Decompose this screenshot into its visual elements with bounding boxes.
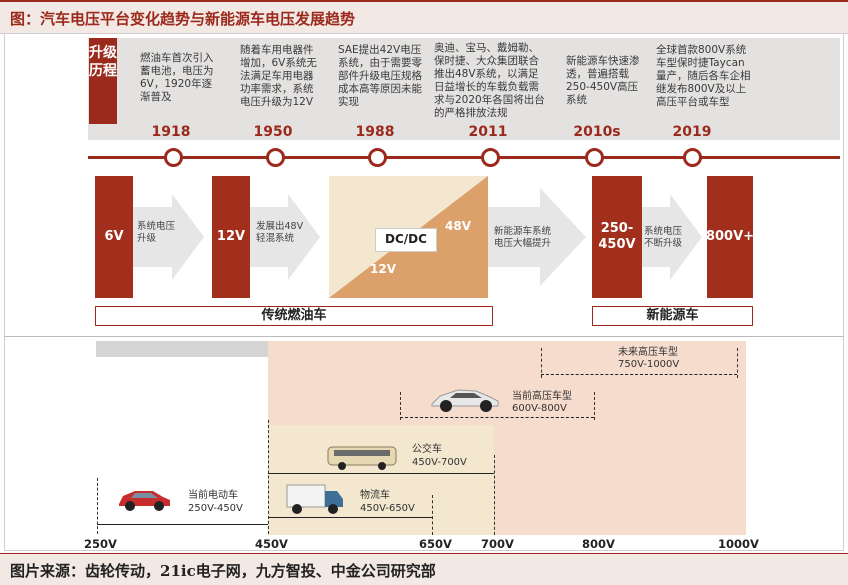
figure-frame: [4, 33, 844, 551]
axis-800v: 800V: [582, 537, 615, 551]
seg-logistics-name: 物流车: [360, 490, 390, 501]
timeline-dot-1918: [164, 148, 183, 167]
timeline-line: [88, 156, 840, 159]
upgrade-history-label: 升级历程: [89, 38, 117, 124]
sports-car-icon: [431, 389, 499, 412]
guide-250v: [97, 478, 98, 534]
seg-hv-now-name: 当前高压车型: [512, 391, 572, 402]
range-line-hv-now: [400, 417, 594, 418]
bus-icon: [327, 446, 397, 470]
box-12v: 12V: [212, 176, 250, 298]
year-2019: 2019: [672, 124, 712, 140]
seg-bus-name: 公交车: [412, 444, 442, 455]
era-new-energy-vehicle: 新能源车: [592, 306, 753, 326]
title-bar: 图：汽车电压平台变化趋势与新能源车电压发展趋势: [0, 0, 848, 34]
guide-450v: [268, 420, 269, 534]
axis-650v: 650V: [419, 537, 452, 551]
timeline-background: [88, 38, 840, 140]
logistics-truck-icon: [286, 484, 343, 514]
timeline-dot-2011: [481, 148, 500, 167]
timeline-desc-1950: 随着车用电器件增加，6V系统无法满足车用电器功率需求，系统电压升级为12V: [240, 44, 317, 108]
seg-ev-name: 当前电动车: [188, 490, 238, 501]
arrow-4: [640, 194, 702, 280]
year-1988: 1988: [355, 124, 395, 140]
era-fuel-vehicle: 传统燃油车: [95, 306, 493, 326]
timeline-desc-2011: 奥迪、宝马、戴姆勒、保时捷、大众集团联合推出48V系统，以满足日益增长的车载负载…: [434, 42, 545, 119]
year-2010s: 2010s: [573, 124, 621, 140]
seg-ev-range: 250V-450V: [188, 503, 243, 514]
guide-600v: [400, 392, 401, 420]
source-note: 图片来源：齿轮传动，21ic电子网，九方智投、中金公司研究部: [10, 562, 436, 580]
box-800v: 800V+: [706, 176, 754, 298]
axis-700v: 700V: [481, 537, 514, 551]
range-line-bus: [268, 473, 494, 474]
timeline-dot-2019: [683, 148, 702, 167]
range-line-logistics: [268, 517, 432, 518]
year-2011: 2011: [468, 124, 508, 140]
section-divider: [4, 336, 844, 337]
guide-750v: [541, 348, 542, 378]
axis-1000v: 1000V: [718, 537, 759, 551]
timeline-dot-2010s: [585, 148, 604, 167]
box-250-450v: 250-450V: [592, 176, 642, 298]
arrow-note-4: 系统电压不断升级: [644, 226, 683, 249]
page-title: 图：汽车电压平台变化趋势与新能源车电压发展趋势: [10, 10, 356, 28]
guide-650v: [432, 495, 433, 535]
seg-bus-range: 450V-700V: [412, 457, 467, 468]
box-6v: 6V: [95, 176, 133, 298]
guide-1000v: [737, 348, 738, 378]
arrow-note-1: 系统电压升级: [137, 221, 176, 244]
guide-800v: [594, 392, 595, 420]
arrow-3: [488, 188, 586, 286]
range-line-ev: [97, 524, 268, 525]
seg-hv-future-name: 未来高压车型: [618, 347, 678, 358]
seg-logistics-range: 450V-650V: [360, 503, 415, 514]
year-1918: 1918: [151, 124, 191, 140]
dcdc-box: DC/DC: [375, 228, 437, 252]
guide-700v: [494, 455, 495, 535]
timeline-desc-1918: 燃油车首次引入蓄电池，电压为6V，1920年逐渐普及: [140, 52, 214, 103]
arrow-2: [248, 194, 320, 280]
seg-hv-future-range: 750V-1000V: [618, 359, 680, 370]
year-1950: 1950: [253, 124, 293, 140]
footer-bar: 图片来源：齿轮传动，21ic电子网，九方智投、中金公司研究部: [0, 553, 848, 585]
axis-450v: 450V: [255, 537, 288, 551]
timeline-dot-1950: [266, 148, 285, 167]
timeline-desc-2019: 全球首款800V系统车型保时捷Taycan量产，随后各车企相继发布800V及以上…: [656, 44, 751, 108]
seg-hv-now-range: 600V-800V: [512, 403, 567, 414]
range-area-tan: [268, 425, 494, 535]
timeline-dot-1988: [368, 148, 387, 167]
arrow-note-2: 发展出48V轻混系统: [256, 221, 304, 244]
timeline-desc-2010s: 新能源车快速渗透，普遍搭载250-450V高压系统: [566, 55, 640, 106]
electric-car-icon: [119, 491, 170, 511]
timeline-desc-1988: SAE提出42V电压系统，由于需要零部件升级电压规格成本高等原因未能实现: [338, 44, 422, 108]
axis-250v: 250V: [84, 537, 117, 551]
arrow-1: [132, 194, 204, 280]
label-48v: 48V: [445, 219, 471, 233]
label-12v-dcdc: 12V: [370, 262, 396, 276]
range-line-hv-future: [541, 374, 737, 375]
arrow-note-3: 新能源车系统电压大幅提升: [494, 226, 552, 249]
